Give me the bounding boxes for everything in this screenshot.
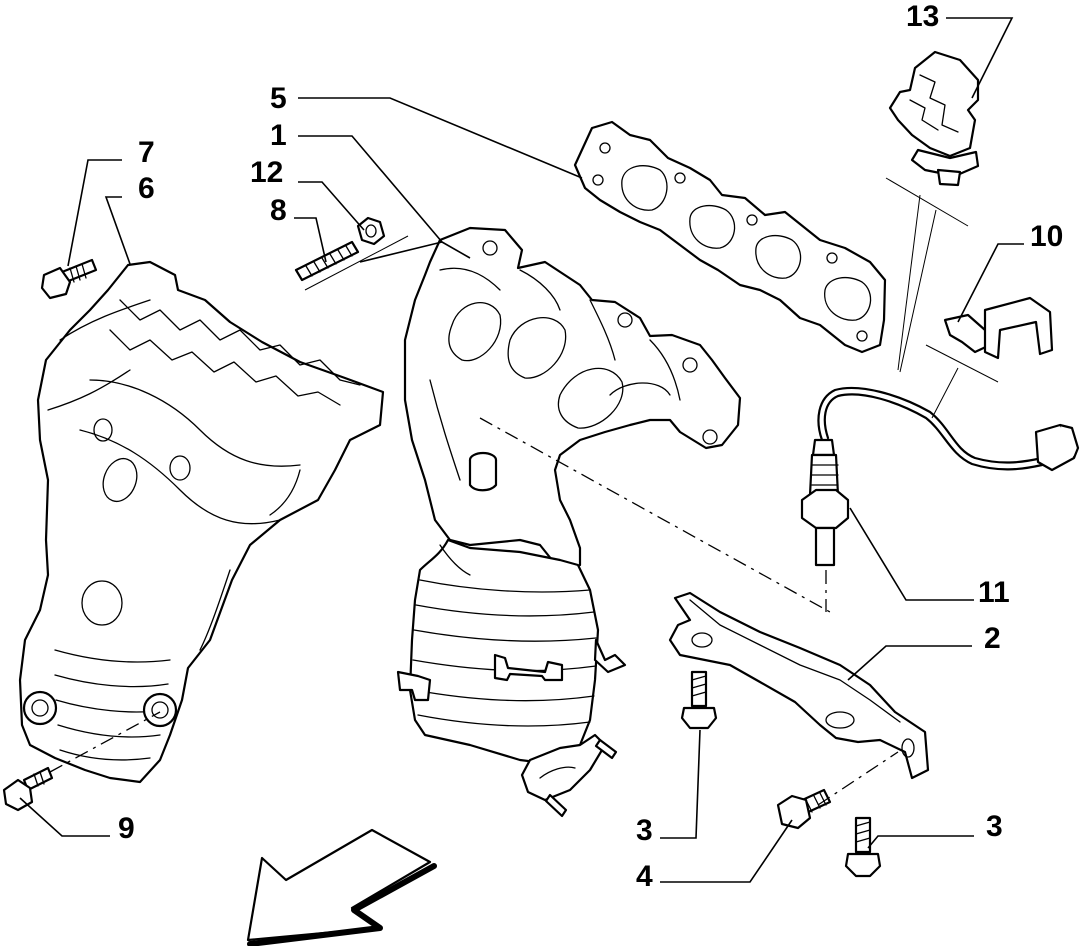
callout-10: 10 xyxy=(1030,220,1063,253)
bolt-part-3-left xyxy=(680,670,718,730)
callout-4: 4 xyxy=(636,860,653,893)
callout-13: 13 xyxy=(906,0,939,33)
connector-bracket-part-13 xyxy=(888,50,980,187)
callout-11: 11 xyxy=(978,576,1010,609)
callout-2: 2 xyxy=(984,622,1001,655)
assembly-lines xyxy=(49,177,999,806)
callout-5: 5 xyxy=(270,82,287,115)
stud-part-8 xyxy=(294,240,360,282)
bolt-part-7 xyxy=(40,258,98,300)
callout-8: 8 xyxy=(270,194,287,227)
callout-9: 9 xyxy=(118,812,135,845)
nut-part-12 xyxy=(356,216,386,246)
bolt-part-3-right xyxy=(844,816,882,878)
oxygen-sensor-part-11 xyxy=(800,386,1080,567)
callout-7: 7 xyxy=(138,136,155,169)
callout-3-right: 3 xyxy=(986,810,1003,843)
support-bracket-part-2 xyxy=(668,591,930,780)
sensor-clip-part-10 xyxy=(943,296,1054,360)
callout-3-left: 3 xyxy=(636,814,653,847)
bolt-part-9 xyxy=(2,766,54,812)
callout-12: 12 xyxy=(250,156,283,189)
callout-labels: 13 5 1 12 8 7 6 10 11 2 9 3 4 3 xyxy=(118,0,1063,893)
direction-arrow xyxy=(246,828,437,946)
exhaust-manifold-part-1 xyxy=(396,226,742,818)
leader-lines xyxy=(19,17,1024,883)
callout-1: 1 xyxy=(270,119,287,152)
gasket-part-5 xyxy=(573,120,887,354)
callout-6: 6 xyxy=(138,172,155,205)
heat-shield-part-6 xyxy=(18,260,385,784)
bolt-part-4 xyxy=(776,788,832,830)
